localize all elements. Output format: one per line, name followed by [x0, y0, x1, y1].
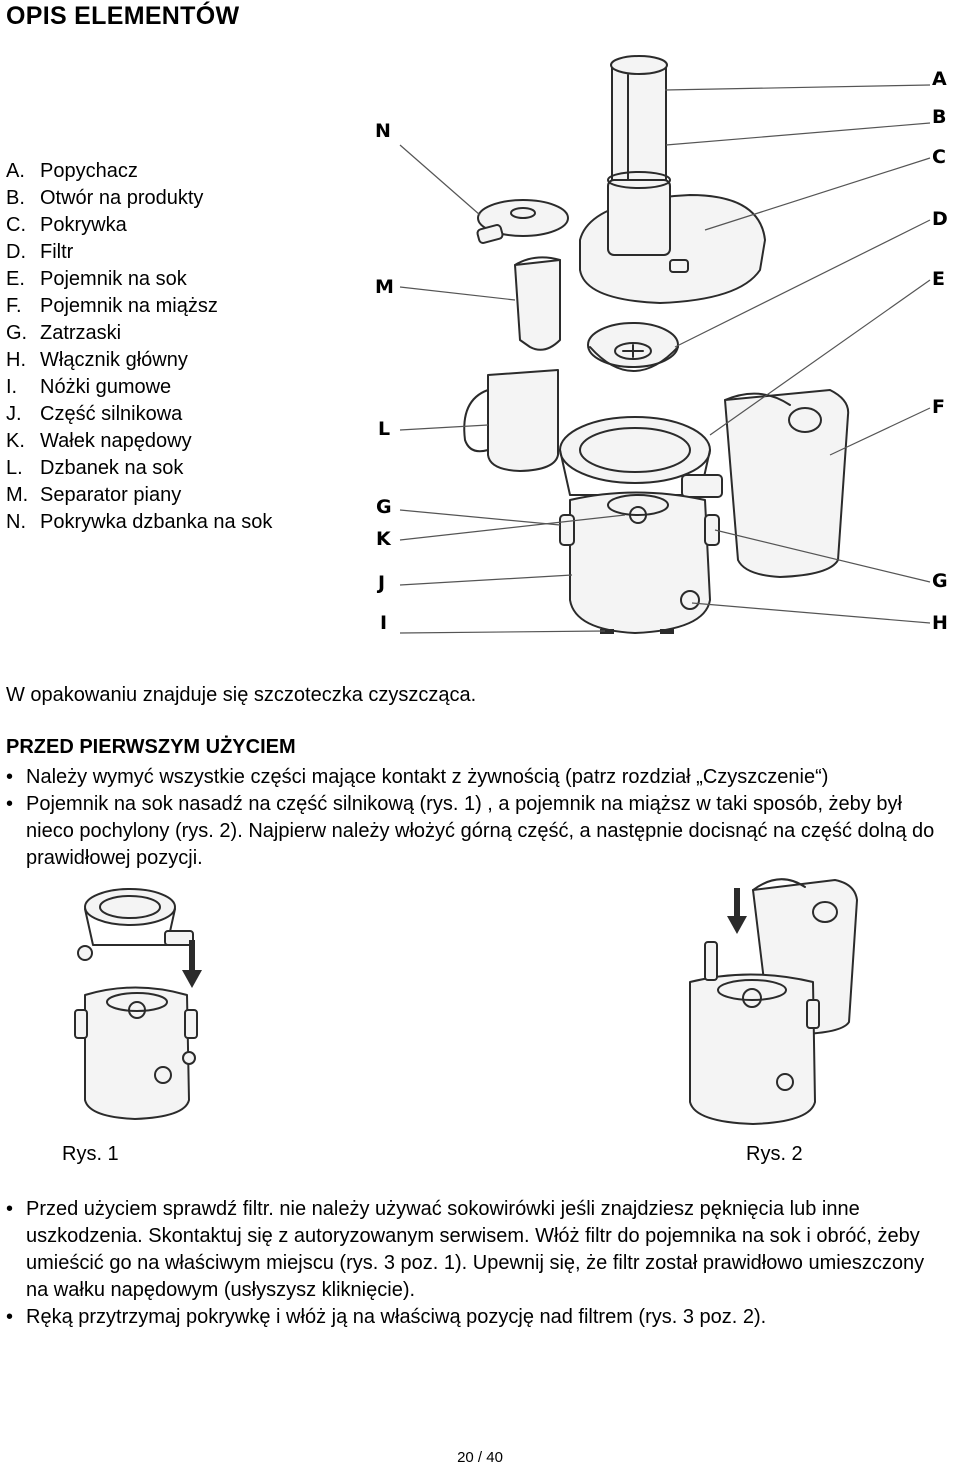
- list-item: Należy wymyć wszystkie części mające kon…: [6, 764, 946, 791]
- page-title: OPIS ELEMENTÓW: [6, 2, 240, 30]
- diagram-label-k: K: [376, 528, 391, 550]
- instructions-list-2: Przed użyciem sprawdź filtr. nie należy …: [6, 1196, 946, 1331]
- figure-1-caption: Rys. 1: [62, 1143, 119, 1165]
- legend-item: A.Popychacz: [6, 160, 138, 182]
- exploded-diagram: [399, 55, 931, 634]
- figure-1-illustration: [74, 888, 198, 1120]
- diagram-label-g-left: G: [376, 496, 392, 518]
- legend-item: H.Włącznik główny: [6, 349, 188, 371]
- diagram-label-c: C: [932, 146, 946, 168]
- legend-item: K.Wałek napędowy: [6, 430, 192, 452]
- figure-1-arrow: [182, 940, 202, 988]
- figure-2-caption: Rys. 2: [746, 1143, 803, 1165]
- diagram-label-m: M: [375, 276, 394, 298]
- page-number: 20 / 40: [457, 1449, 503, 1466]
- parts-legend: A.Popychacz B.Otwór na produkty C.Pokryw…: [6, 158, 272, 536]
- diagram-label-g: G: [932, 570, 948, 592]
- diagram-label-a: A: [932, 68, 947, 90]
- list-item: Przed użyciem sprawdź filtr. nie należy …: [6, 1196, 946, 1304]
- legend-item: N.Pokrywka dzbanka na sok: [6, 511, 273, 533]
- legend-item: I.Nóżki gumowe: [6, 376, 172, 398]
- figure-2-illustration: [689, 878, 858, 1125]
- legend-item: E.Pojemnik na sok: [6, 268, 187, 290]
- legend-item: L.Dzbanek na sok: [6, 457, 184, 479]
- legend-item: F.Pojemnik na miąższ: [6, 295, 218, 317]
- legend-item: C.Pokrywka: [6, 214, 127, 236]
- diagram-label-j: J: [378, 572, 386, 594]
- diagram-label-f: F: [932, 396, 945, 418]
- list-item: Pojemnik na sok nasadź na część silnikow…: [6, 791, 946, 872]
- figure-2-arrow: [727, 888, 747, 934]
- section-title: PRZED PIERWSZYM UŻYCIEM: [6, 736, 296, 758]
- legend-item: J.Część silnikowa: [6, 403, 183, 425]
- legend-item: D.Filtr: [6, 241, 74, 263]
- diagram-label-b: B: [932, 106, 947, 128]
- legend-item: B.Otwór na produkty: [6, 187, 204, 209]
- package-note: W opakowaniu znajduje się szczoteczka cz…: [6, 684, 477, 706]
- list-item: Ręką przytrzymaj pokrywkę i włóż ją na w…: [6, 1304, 946, 1331]
- diagram-label-n: N: [375, 120, 391, 142]
- instructions-list-1: Należy wymyć wszystkie części mające kon…: [6, 764, 946, 872]
- diagram-label-i: I: [380, 612, 388, 634]
- diagram-label-h: H: [932, 612, 948, 634]
- diagram-label-l: L: [378, 418, 391, 440]
- diagram-label-d: D: [932, 208, 948, 230]
- legend-item: G.Zatrzaski: [6, 322, 122, 344]
- legend-item: M.Separator piany: [6, 484, 182, 506]
- diagram-label-e: E: [932, 268, 945, 290]
